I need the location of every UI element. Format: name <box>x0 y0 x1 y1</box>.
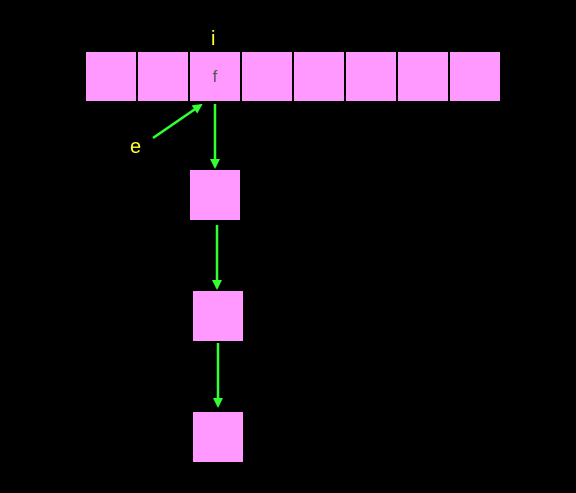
array-cell-1 <box>138 52 188 101</box>
pointer-arrow <box>152 103 203 140</box>
array-cell-7 <box>450 52 500 101</box>
array-cell-2-label: f <box>212 67 218 86</box>
array-cell-3 <box>242 52 292 101</box>
array-cell-2: f <box>190 52 240 101</box>
list-node-3 <box>193 412 243 462</box>
pointer-label: e <box>130 136 142 158</box>
index-label: i <box>211 28 216 50</box>
array-cell-0 <box>86 52 136 101</box>
array-cell-4 <box>294 52 344 101</box>
array-cell-6 <box>398 52 448 101</box>
array-cell-5 <box>346 52 396 101</box>
list-node-2 <box>193 291 243 341</box>
list-node-1 <box>190 170 240 220</box>
